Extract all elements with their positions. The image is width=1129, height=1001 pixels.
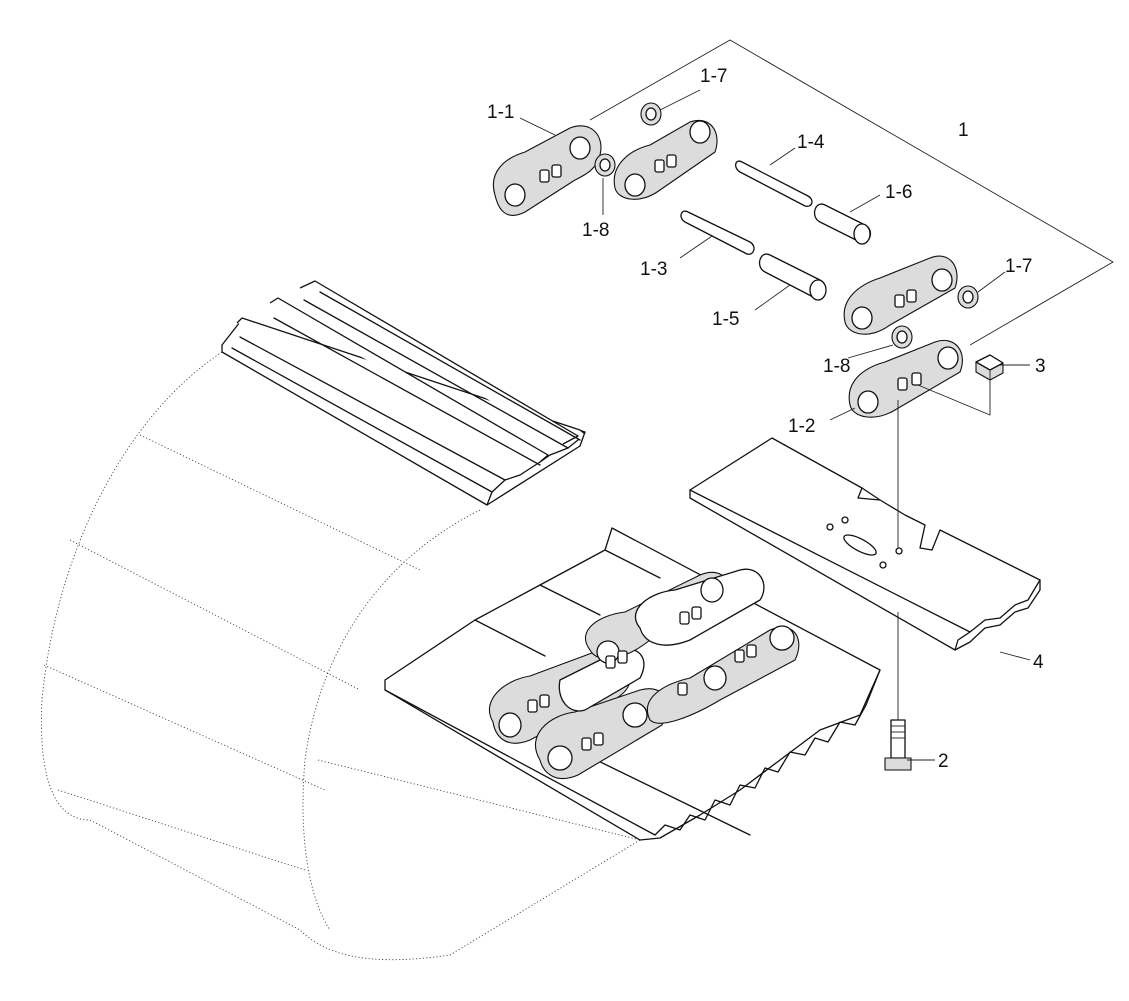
part-3-nut [975,354,1004,381]
callout-1-4: 1-4 [797,132,825,153]
track-loop-outline [40,351,641,961]
leader-lines [519,89,1031,761]
part-2-bolt [884,719,912,771]
link-bolt-holes [527,606,757,751]
part-1-7-washer-right [957,285,979,309]
part-link-middle-right [843,255,958,335]
callout-1-7-right: 1-7 [1005,256,1032,277]
part-1-6-bushing [813,203,872,245]
callout-1-3: 1-3 [640,259,667,280]
callout-1-1: 1-1 [487,102,514,123]
callout-1-8-left: 1-8 [582,220,609,241]
callout-2: 2 [938,751,949,772]
part-1-4-pin [735,160,813,207]
callout-1-6: 1-6 [885,182,912,203]
callout-3: 3 [1035,356,1046,377]
callout-1: 1 [958,120,969,141]
callout-1-7-top: 1-7 [700,66,727,87]
part-1-8-washer-right [891,325,913,349]
part-1-2-link [848,339,963,418]
assembled-track-section [384,527,881,841]
callout-labels: 1 2 3 4 1-1 1-2 1-3 1-4 1-5 1-6 1-7 1-7 … [487,66,1046,772]
part-1-1-link [492,125,602,216]
callout-1-8-right: 1-8 [823,356,850,377]
assembly-axis-line [897,370,991,720]
callout-1-2: 1-2 [788,416,815,437]
part-1-8-washer-left [594,153,616,177]
callout-1-5: 1-5 [712,309,739,330]
part-1-group-outline [589,39,1114,346]
callout-4: 4 [1033,652,1044,673]
part-1-3-pin [680,210,755,255]
part-1-7-washer-top [640,102,662,126]
part-4-shoe-plate [689,437,1041,651]
track-shoe-top [221,280,586,506]
part-link-upper-right [613,119,718,200]
part-1-5-bushing [758,253,827,301]
